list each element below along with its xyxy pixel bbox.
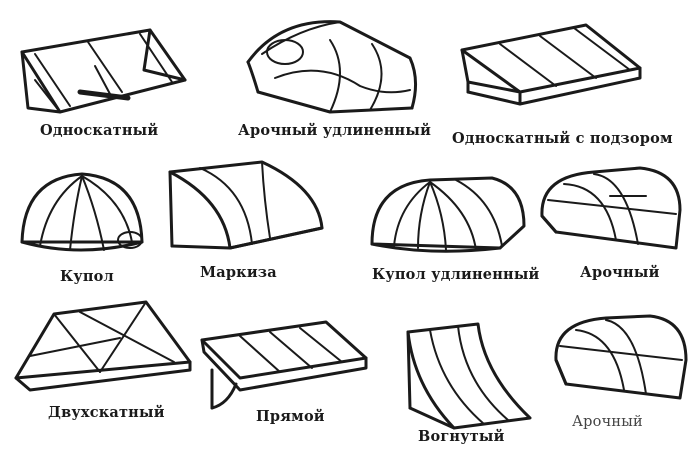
label-shed-with-valance: Односкатный с подзором bbox=[452, 130, 673, 147]
flat-canopy-drawing bbox=[200, 320, 368, 410]
concave-canopy-drawing bbox=[406, 322, 532, 430]
shed-canopy-with-valance-drawing bbox=[460, 23, 642, 106]
label-gable: Двухскатный bbox=[48, 404, 165, 421]
elongated-dome-canopy-drawing bbox=[370, 176, 526, 253]
label-arch-2: Арочный bbox=[572, 414, 643, 430]
arch-canopy-drawing-1 bbox=[540, 166, 682, 250]
label-elongated-dome: Купол удлиненный bbox=[372, 266, 540, 283]
label-flat: Прямой bbox=[256, 408, 325, 425]
gable-canopy-drawing bbox=[14, 300, 192, 392]
arch-canopy-drawing-2 bbox=[554, 314, 688, 400]
label-marquee: Маркиза bbox=[200, 264, 277, 281]
label-shed: Односкатный bbox=[40, 122, 159, 139]
label-arch-1: Арочный bbox=[580, 264, 660, 281]
label-elongated-arch: Арочный удлиненный bbox=[238, 122, 432, 139]
label-dome: Купол bbox=[60, 268, 114, 285]
dome-canopy-drawing bbox=[20, 172, 144, 252]
marquee-canopy-drawing bbox=[168, 160, 324, 250]
elongated-arch-canopy-drawing bbox=[246, 20, 417, 114]
label-concave: Вогнутый bbox=[418, 428, 505, 445]
shed-canopy-drawing bbox=[20, 28, 187, 114]
